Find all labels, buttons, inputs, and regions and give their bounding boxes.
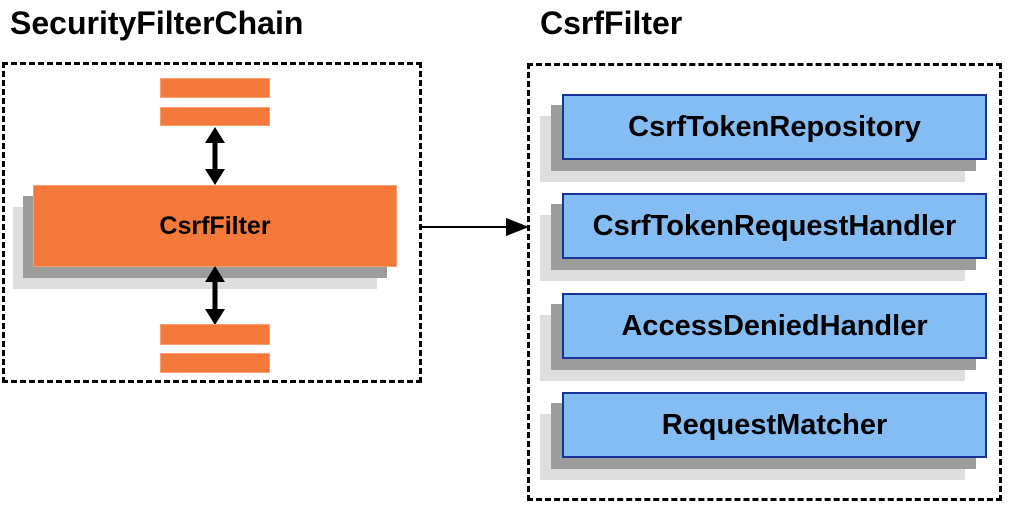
csrf-filter-title: CsrfFilter [540,5,683,41]
csrf-filter-panel: CsrfTokenRepository CsrfTokenRequestHand… [527,63,1002,501]
filter-placeholder-bar [160,324,270,345]
csrf-filter-box: CsrfFilter [33,185,397,267]
filter-placeholder-bar [160,107,270,126]
component-box-access-denied-handler: AccessDeniedHandler [562,293,987,359]
csrf-filter-box-label: CsrfFilter [159,211,271,240]
double-arrow-icon [205,127,225,185]
component-box-label: AccessDeniedHandler [621,309,928,342]
component-box-label: CsrfTokenRequestHandler [592,209,957,242]
filter-placeholder-bar [160,78,270,98]
security-filter-chain-title: SecurityFilterChain [10,5,304,41]
component-box-label: RequestMatcher [661,408,888,441]
component-box-csrf-token-repository: CsrfTokenRepository [562,94,987,160]
component-box-label: CsrfTokenRepository [628,110,921,143]
filter-placeholder-bar [160,353,270,373]
connector-arrow-icon [422,218,529,236]
security-filter-chain-panel: CsrfFilter [2,62,422,383]
double-arrow-icon [205,266,225,325]
component-box-request-matcher: RequestMatcher [562,392,987,458]
component-box-csrf-token-request-handler: CsrfTokenRequestHandler [562,193,987,259]
